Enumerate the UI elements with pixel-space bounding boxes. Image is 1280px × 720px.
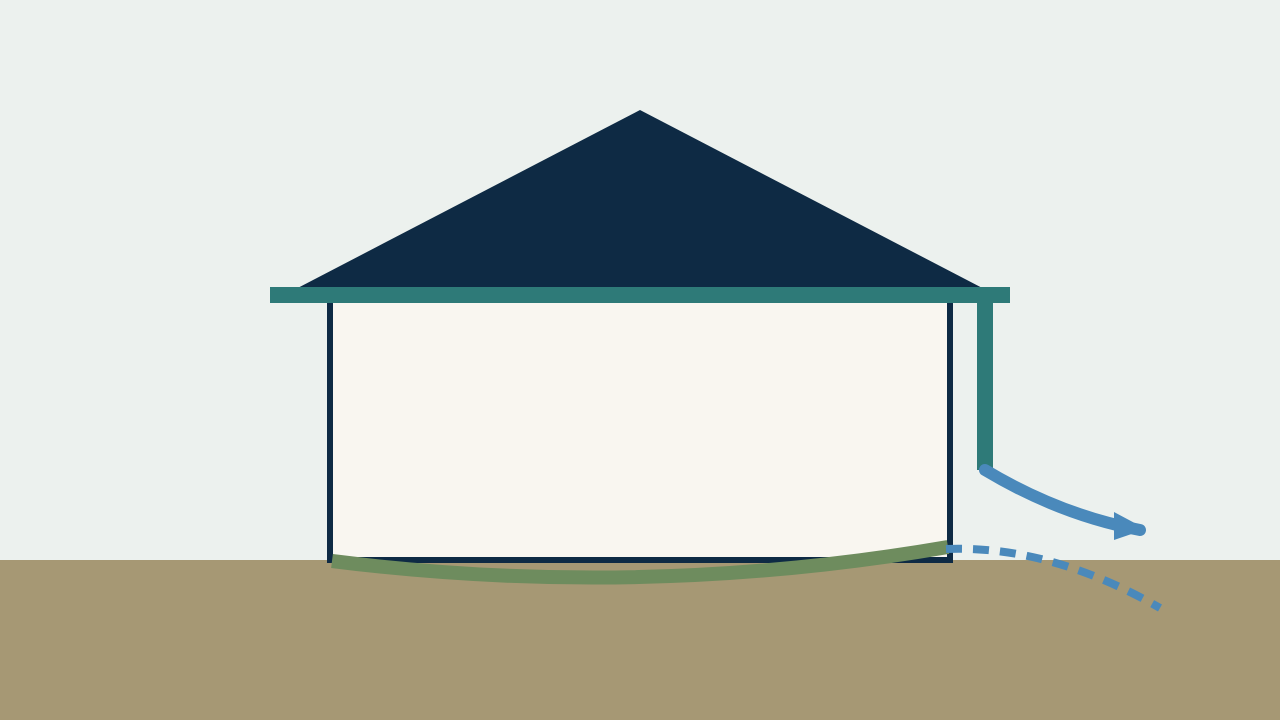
ground [0,560,1280,720]
roof-icon [290,110,990,292]
downspout-icon [977,297,993,470]
seepage-path-icon [945,544,1162,612]
house-wall [327,295,953,563]
gutter-icon [270,287,1010,303]
water-flow-arrow-icon [979,464,1146,540]
foundation-drain-icon [331,540,950,585]
water-flow-arrowhead [1114,512,1146,540]
